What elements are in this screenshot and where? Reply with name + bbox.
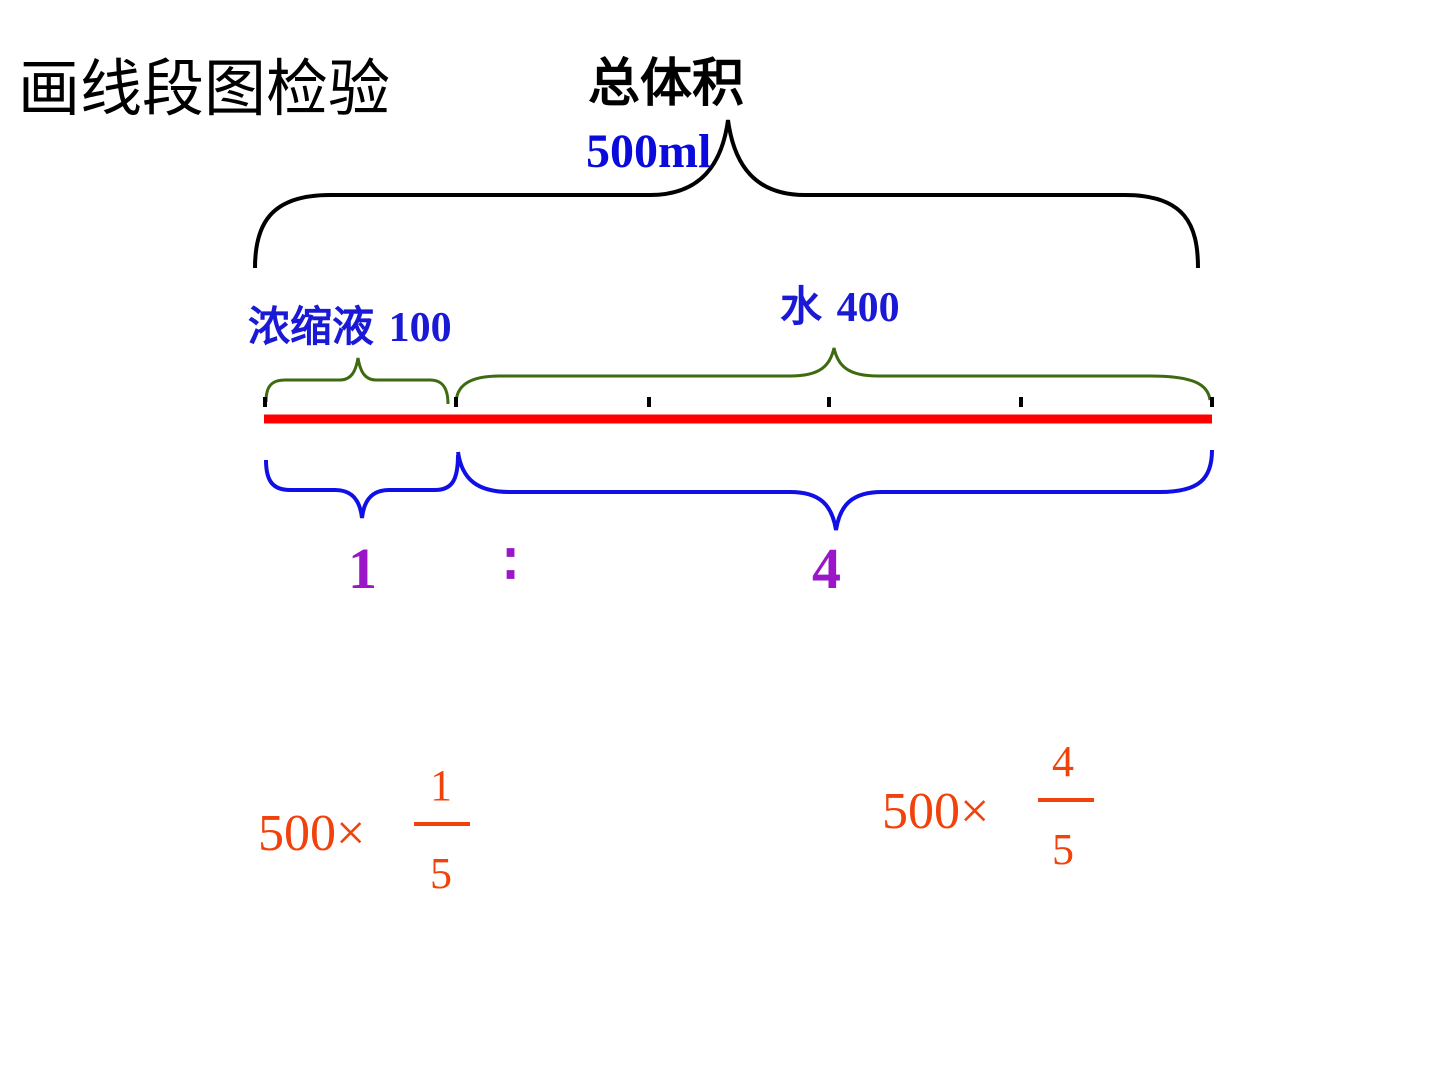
ratio-right-term: 4 [812, 536, 841, 601]
total-volume-label: 总体积 [588, 54, 745, 114]
water-formula-base: 500× [882, 783, 990, 840]
water-amount: 400 [836, 285, 900, 331]
concentrate-fraction-numerator: 1 [430, 761, 452, 810]
concentrate-amount: 100 [388, 305, 452, 351]
ratio-colon: ∶ [503, 532, 519, 597]
water-name: 水 [780, 282, 823, 331]
total-volume-value: 500ml [586, 125, 712, 178]
concentrate-formula-base: 500× [258, 805, 366, 862]
water-upper-brace [454, 347, 1212, 405]
water-label: 水 400 [780, 285, 900, 331]
water-fraction-numerator: 4 [1052, 737, 1074, 786]
water-lower-brace [456, 449, 1214, 531]
water-fraction-denominator: 5 [1052, 825, 1074, 874]
concentrate-name: 浓缩液 [248, 302, 375, 351]
ratio-left-term: 1 [348, 536, 377, 601]
concentrate-upper-brace [264, 357, 450, 405]
concentrate-fraction-denominator: 5 [430, 849, 452, 898]
concentrate-label: 浓缩液 100 [248, 305, 452, 351]
concentrate-lower-brace [264, 454, 460, 519]
tick-marks [263, 397, 1214, 407]
total-brace [253, 119, 1200, 269]
slide-title: 画线段图检验 [18, 52, 391, 125]
